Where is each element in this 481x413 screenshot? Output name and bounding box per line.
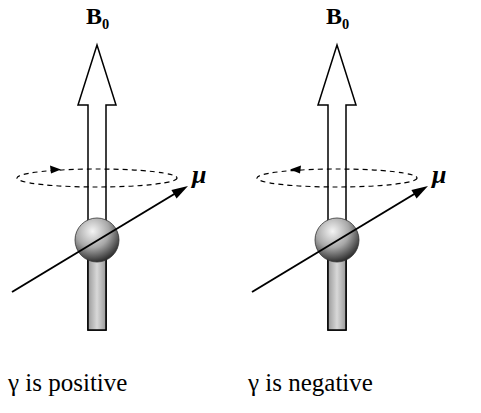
- caption-label: γ is negative: [248, 370, 373, 395]
- field-label: B₀: [326, 4, 349, 28]
- precession-arrowhead: [50, 166, 61, 174]
- moment-arrowhead: [171, 186, 188, 199]
- moment-label: μ: [432, 162, 446, 188]
- precession-path: [17, 169, 177, 187]
- caption-label: γ is positive: [8, 370, 127, 395]
- moment-arrow: [12, 193, 176, 292]
- negative-figure: [252, 45, 428, 330]
- moment-arrow: [252, 193, 416, 292]
- precession-path: [257, 169, 417, 187]
- positive-figure: [12, 45, 188, 330]
- precession-arrowhead: [290, 166, 301, 174]
- field-label: B₀: [86, 4, 109, 28]
- moment-arrowhead: [411, 186, 428, 199]
- moment-label: μ: [192, 162, 206, 188]
